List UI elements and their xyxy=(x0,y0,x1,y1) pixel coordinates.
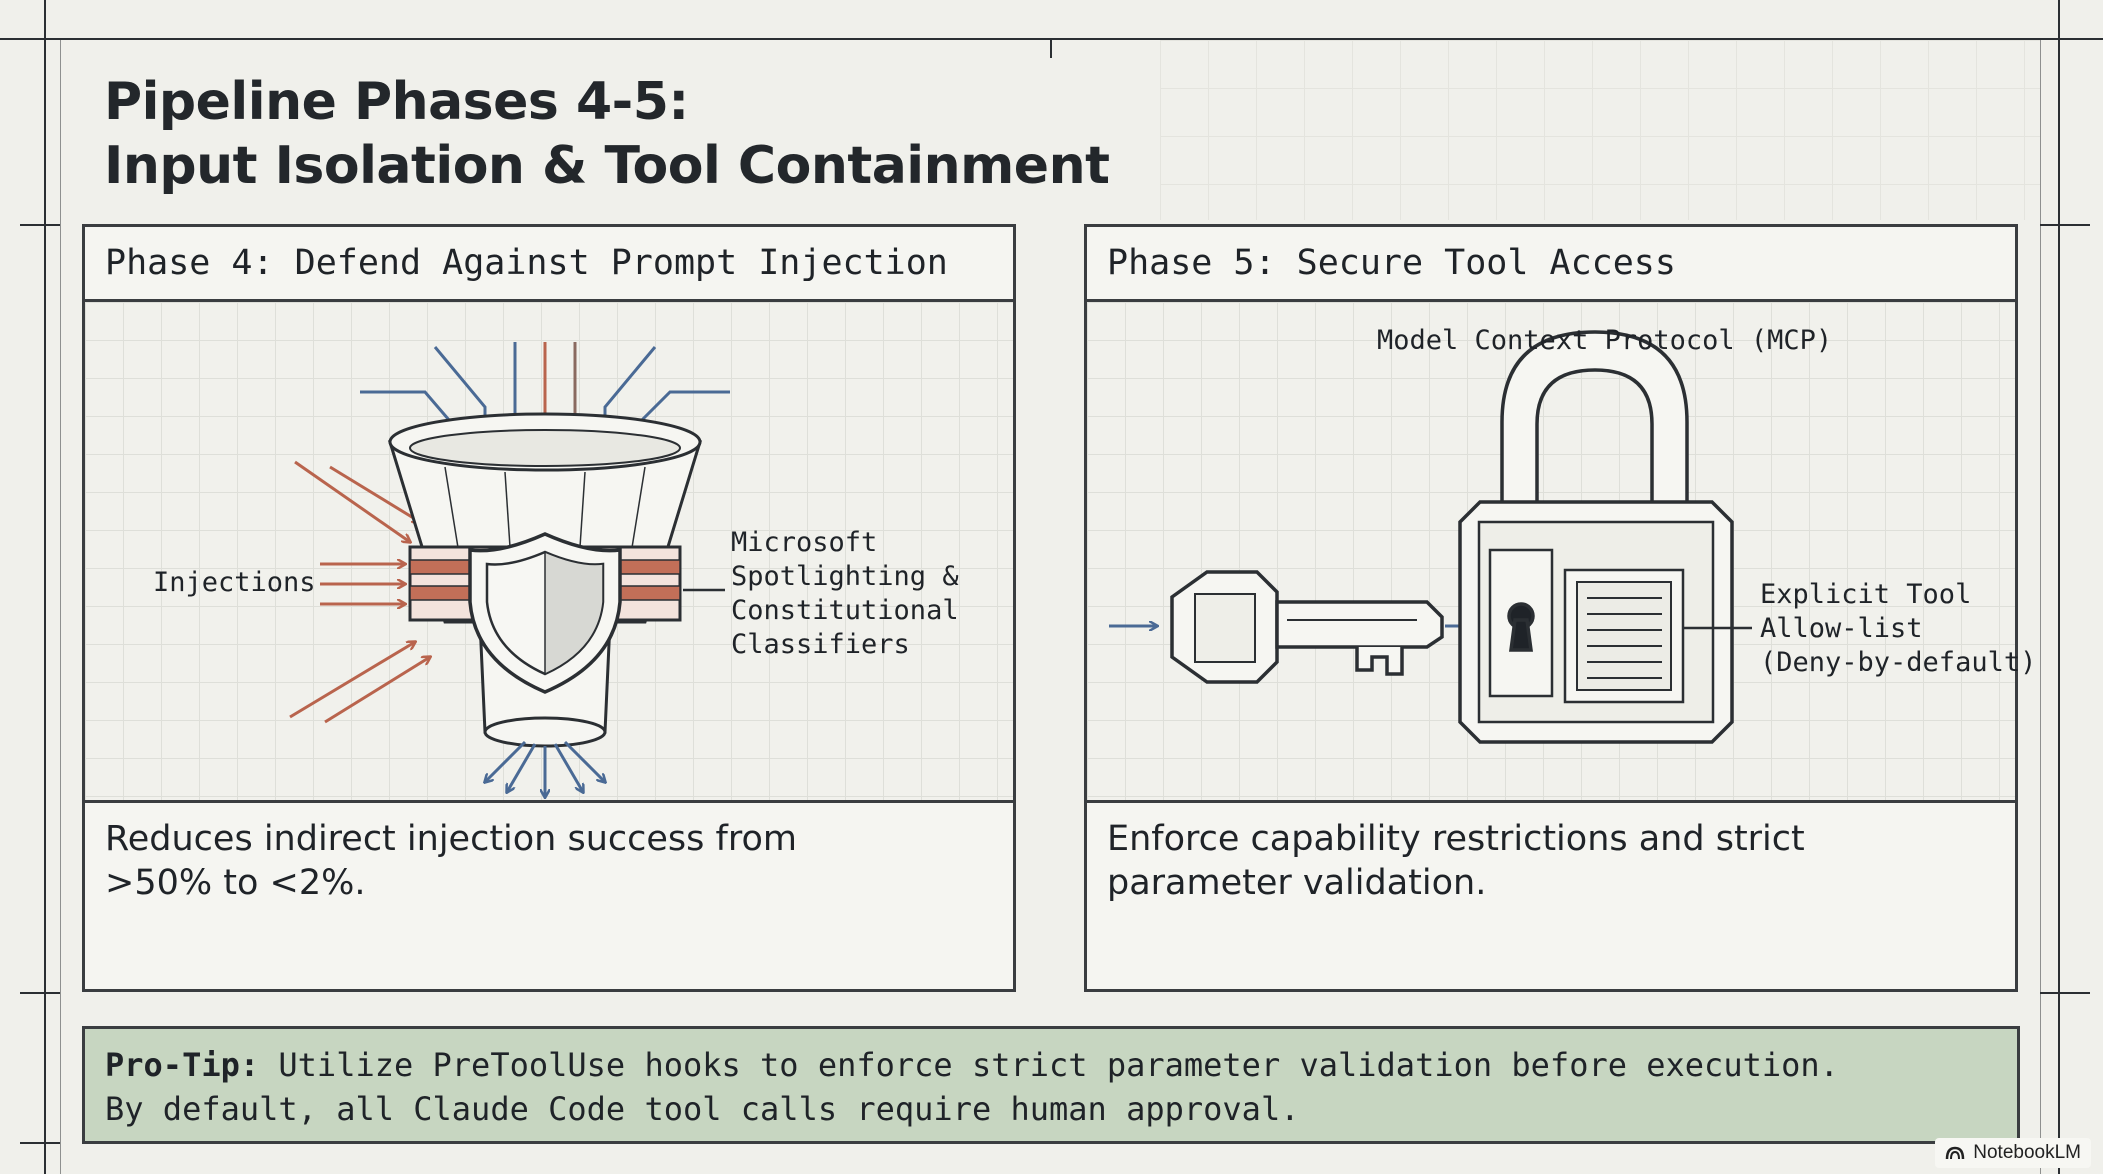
phase-5-caption-line-2: parameter validation. xyxy=(1107,863,1487,903)
notebooklm-logo-icon xyxy=(1946,1146,1965,1160)
phase-4-caption: Reduces indirect injection success from … xyxy=(85,800,1013,989)
mcp-label: Model Context Protocol (MCP) xyxy=(1377,325,1833,356)
pro-tip-box: Pro-Tip: Utilize PreToolUse hooks to enf… xyxy=(82,1026,2020,1144)
frame-tick-left-1 xyxy=(20,224,60,226)
frame-tick-left-2 xyxy=(20,992,60,994)
frame-right-line xyxy=(2058,0,2060,1174)
frame-tick-top xyxy=(1050,38,1052,58)
key-icon xyxy=(1170,570,1444,684)
phase-5-panel: Phase 5: Secure Tool Access xyxy=(1084,224,2036,992)
page-title: Pipeline Phases 4-5: Input Isolation & T… xyxy=(104,70,1110,198)
frame-left-line-inner xyxy=(60,40,61,1174)
pro-tip-text-1: Utilize PreToolUse hooks to enforce stri… xyxy=(278,1046,1839,1084)
pro-tip-text-2: By default, all Claude Code tool calls r… xyxy=(105,1090,1300,1128)
frame-right-line-inner xyxy=(2040,40,2041,1174)
pro-tip-line-1: Pro-Tip: Utilize PreToolUse hooks to enf… xyxy=(105,1043,1997,1087)
phase-4-illustration: Injections Microsoft Spotlighting & Cons… xyxy=(85,302,1013,800)
notebooklm-badge-text: NotebookLM xyxy=(1973,1142,2081,1163)
phase-5-caption: Enforce capability restrictions and stri… xyxy=(1087,800,2015,989)
injections-label: Injections xyxy=(153,567,316,598)
frame-tick-right-1 xyxy=(2040,224,2090,226)
background-grid xyxy=(1160,40,2040,220)
phase-5-caption-line-1: Enforce capability restrictions and stri… xyxy=(1107,819,1805,859)
page-title-line-2: Input Isolation & Tool Containment xyxy=(104,136,1110,196)
shield-icon xyxy=(468,532,622,694)
pro-tip-label: Pro-Tip: xyxy=(105,1046,260,1084)
phase-5-illustration: Model Context Protocol (MCP) Explicit To… xyxy=(1087,302,2036,800)
phase-4-heading: Phase 4: Defend Against Prompt Injection xyxy=(85,227,1013,302)
frame-tick-left-3 xyxy=(20,1142,60,1144)
phase-4-caption-line-2: >50% to <2%. xyxy=(105,863,366,903)
injection-arrows xyxy=(289,460,430,724)
phase-4-panel: Phase 4: Defend Against Prompt Injection xyxy=(82,224,1016,992)
phase-4-caption-line-1: Reduces indirect injection success from xyxy=(105,819,797,859)
page-title-line-1: Pipeline Phases 4-5: xyxy=(104,72,689,132)
outgoing-arrows xyxy=(485,740,605,797)
funnel-shield-diagram xyxy=(289,342,730,800)
classifiers-label: Microsoft Spotlighting & Constitutional … xyxy=(731,527,959,660)
allowlist-label: Explicit Tool Allow-list (Deny-by-defaul… xyxy=(1760,579,2037,678)
notebooklm-badge: NotebookLM xyxy=(1935,1138,2091,1168)
frame-tick-right-2 xyxy=(2040,992,2090,994)
padlock-icon xyxy=(1458,330,1734,744)
phase-5-heading: Phase 5: Secure Tool Access xyxy=(1087,227,2015,302)
frame-left-line xyxy=(44,0,46,1174)
key-padlock-diagram xyxy=(1109,330,1752,744)
